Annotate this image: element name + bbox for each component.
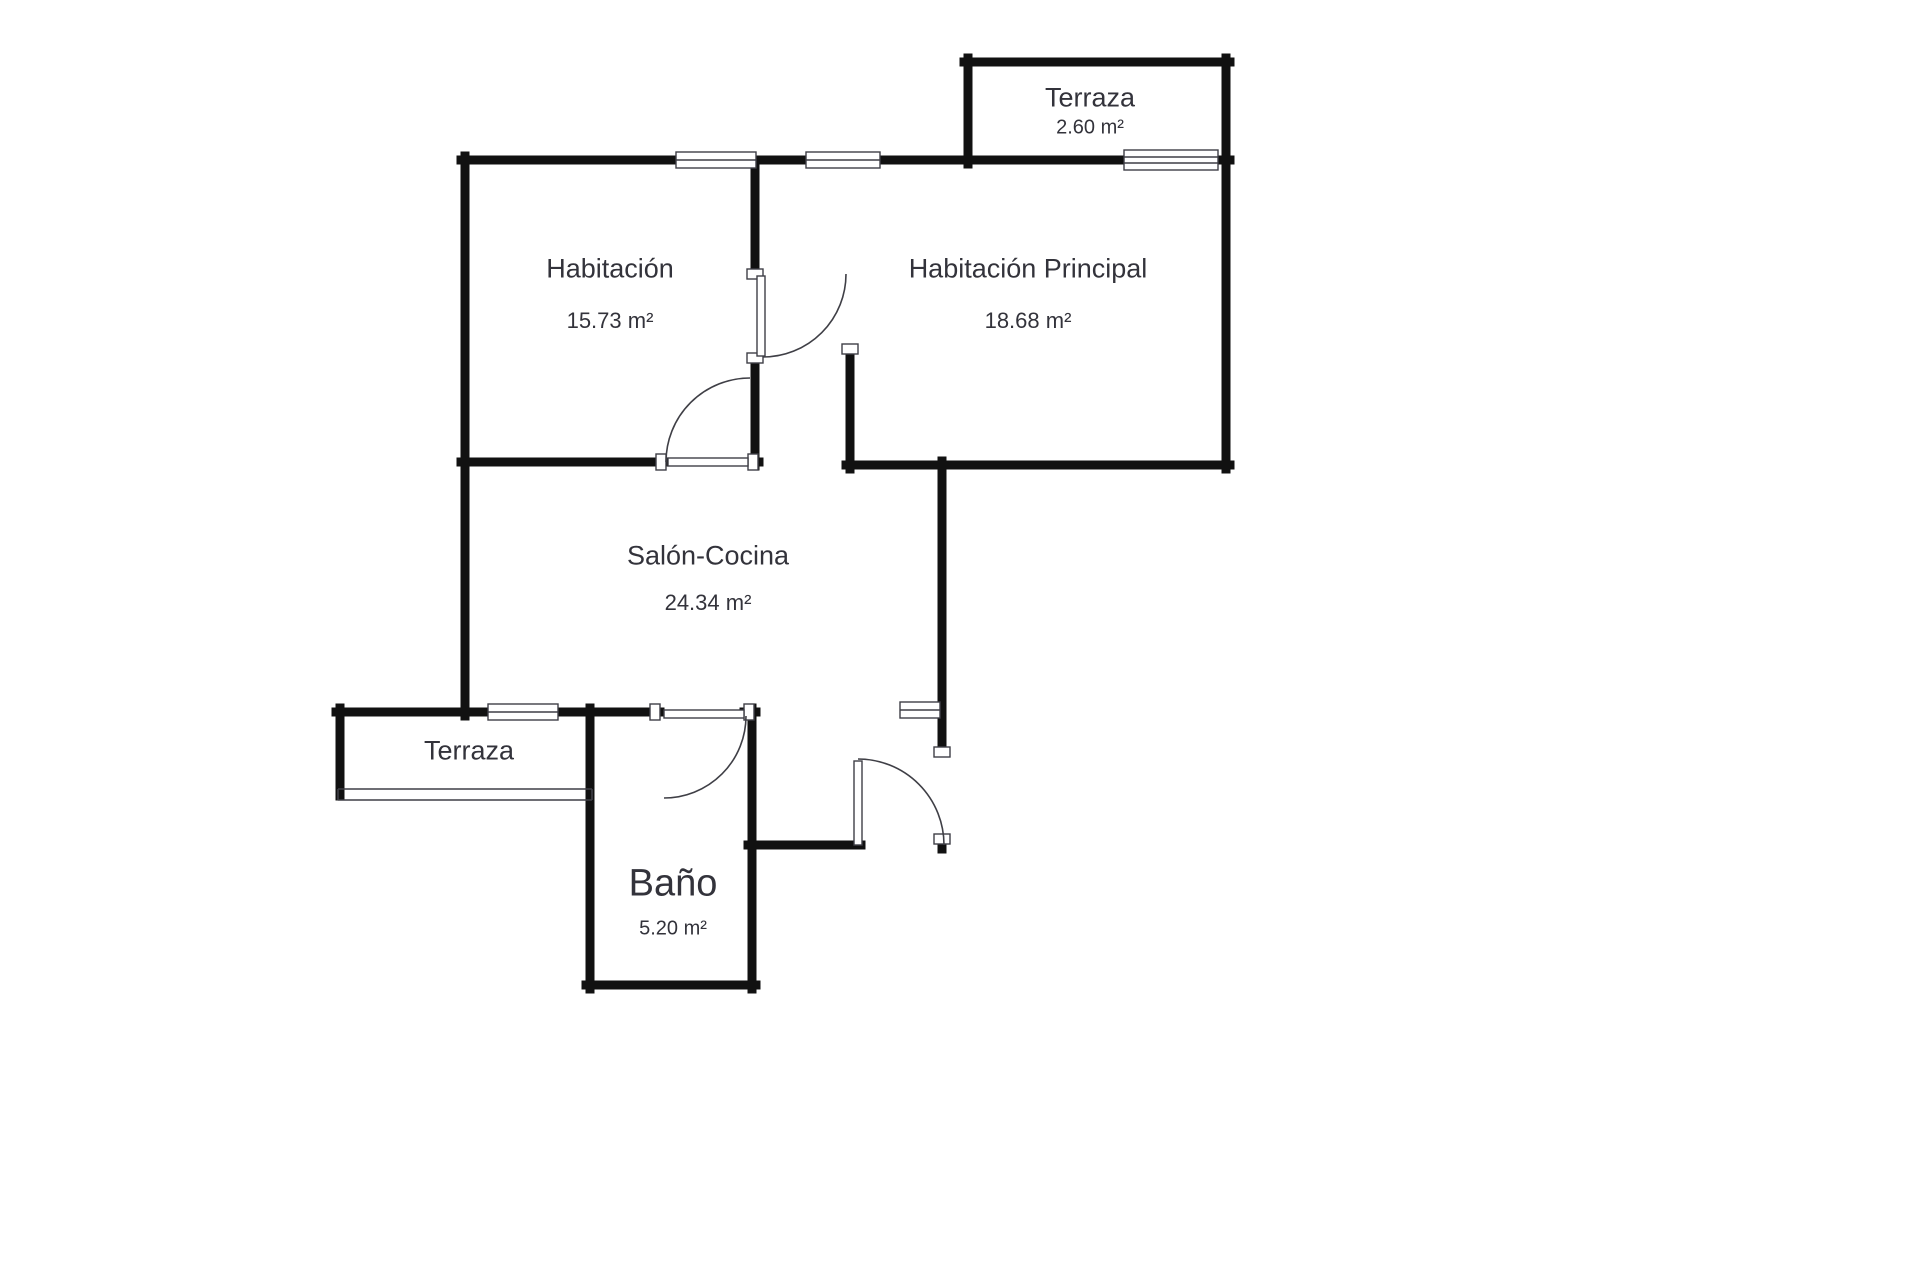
door-jambs (649, 268, 951, 845)
window-icon (487, 703, 559, 721)
door-leaf (853, 760, 863, 846)
room-area-terraza-top: 2.60 m² (1056, 116, 1124, 139)
window-icon (675, 151, 757, 169)
door (853, 758, 945, 846)
door-jamb (746, 352, 764, 364)
window-icon (805, 151, 881, 169)
door (756, 273, 847, 358)
windows (487, 149, 1219, 721)
door-jamb (655, 453, 667, 471)
door-jamb (649, 703, 661, 721)
room-area-salon-cocina: 24.34 m² (664, 590, 752, 615)
walls-path (331, 53, 1235, 994)
room-area-bano: 5.20 m² (639, 917, 707, 940)
door-arc (857, 758, 945, 846)
room-label-terraza-top: Terraza (1044, 82, 1136, 113)
room-label-salon-cocina: Salón-Cocina (626, 540, 790, 571)
window-icon (899, 701, 941, 719)
door-leaf (667, 457, 749, 467)
room-label-habitacion: Habitación (546, 253, 674, 284)
doors (663, 273, 945, 846)
room-label-bano: Baño (628, 862, 718, 905)
door-jamb (747, 453, 759, 471)
door (663, 709, 747, 799)
door-leaf (756, 275, 766, 357)
room-label-terraza-bottom: Terraza (423, 735, 515, 766)
door-arc (665, 377, 751, 463)
door-jamb (933, 746, 951, 758)
room-area-habitacion-principal: 18.68 m² (984, 308, 1072, 333)
window-icon (1123, 149, 1219, 171)
door-arc (762, 273, 847, 358)
terrace-railing (337, 788, 593, 801)
walls (331, 53, 1235, 994)
room-label-habitacion-principal: Habitación Principal (908, 253, 1148, 284)
room-area-habitacion: 15.73 m² (566, 308, 654, 333)
door-leaf (663, 709, 745, 719)
door-jamb (933, 833, 951, 845)
door-jamb (746, 268, 764, 280)
door-jamb (841, 343, 859, 355)
door-arc (663, 715, 747, 799)
railing-lines (337, 788, 593, 801)
door (665, 377, 751, 467)
